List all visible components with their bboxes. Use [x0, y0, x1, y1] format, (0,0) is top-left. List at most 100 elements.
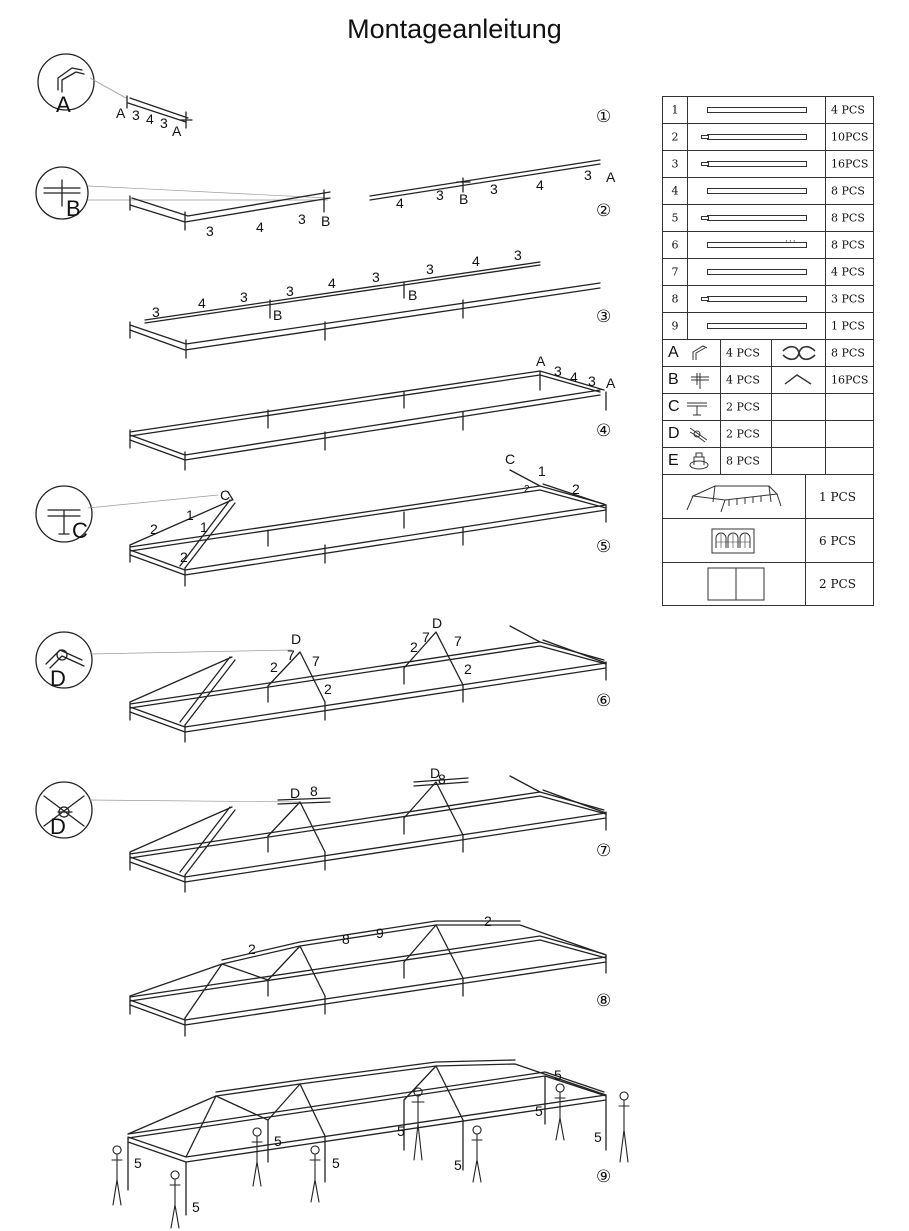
tube-icon: [707, 296, 807, 302]
tube-tip-icon: [701, 135, 709, 139]
tube-number: 5: [671, 211, 679, 225]
qty: 8 PCS: [726, 454, 760, 468]
part-label: 3: [514, 247, 522, 263]
page-title: Montageanleitung: [347, 14, 562, 44]
detail-circle-d1: [35, 631, 93, 689]
part-label: 5: [274, 1133, 282, 1149]
qty: 4 PCS: [831, 265, 865, 279]
qty: 6 PCS: [819, 533, 856, 548]
tube-row: 1 4 PCS: [663, 97, 873, 124]
detail-circle-b: [35, 166, 89, 220]
part-label: 2: [464, 661, 472, 677]
tube-number: 4: [671, 184, 679, 198]
tube-row: 5 8 PCS: [663, 205, 873, 232]
detail-circle-c: [35, 485, 93, 543]
part-label: 2: [150, 521, 158, 537]
part-label: 1: [538, 463, 546, 479]
tube-number: 3: [671, 157, 679, 171]
part-label: 3: [436, 187, 444, 203]
part-label: 3: [152, 304, 160, 320]
qty: 8 PCS: [831, 184, 865, 198]
connector-row: C 2 PCS: [663, 394, 873, 421]
qty: 4 PCS: [831, 103, 865, 117]
part-label: 2: [180, 549, 188, 565]
part-label: 5: [535, 1103, 543, 1119]
part-label: 3: [298, 211, 306, 227]
step-number: ⑦: [596, 841, 611, 860]
part-label: 4: [198, 295, 206, 311]
qty: 2 PCS: [726, 427, 760, 441]
rope-icon: [782, 345, 816, 361]
part-label: B: [273, 307, 282, 323]
part-label: 2: [324, 681, 332, 697]
part-label: B: [459, 191, 468, 207]
part-label: 2: [248, 941, 256, 957]
part-label: 3: [554, 363, 562, 379]
part-label: D: [430, 765, 440, 781]
tube-icon: [707, 242, 807, 248]
tube-tip-icon: [701, 162, 709, 166]
step7-drawing: [35, 775, 607, 893]
connector-b-icon: [691, 373, 709, 389]
connector-letter: A: [668, 344, 679, 361]
part-label: 7: [454, 633, 462, 649]
step-number: ④: [596, 421, 611, 440]
step2-drawing: [35, 159, 601, 231]
part-label: 2: [270, 659, 278, 675]
connector-letter: B: [668, 371, 679, 388]
qty: 8 PCS: [831, 346, 865, 360]
part-label: C: [220, 487, 230, 503]
hole-dots-icon: ···: [785, 237, 797, 247]
part-label: 3: [240, 289, 248, 305]
window-wall-row: 6 PCS: [663, 519, 873, 563]
part-label: D: [290, 785, 300, 801]
step-number: ①: [596, 107, 611, 126]
part-label: 8: [310, 783, 318, 799]
connector-c-icon: [687, 402, 707, 416]
part-label: 5: [397, 1123, 405, 1139]
door-wall-icon: [707, 567, 765, 601]
callout-letter: A: [56, 92, 71, 117]
connector-letter: C: [668, 398, 680, 415]
part-label: 8: [438, 771, 446, 787]
door-wall-row: 2 PCS: [663, 563, 873, 605]
callout-letter: D: [50, 814, 66, 839]
part-label: 3: [584, 167, 592, 183]
part-label: 2: [484, 913, 492, 929]
part-label: 5: [192, 1199, 200, 1215]
tube-tip-icon: [701, 216, 709, 220]
step-number: ③: [596, 307, 611, 326]
part-label: 4: [536, 177, 544, 193]
step1-drawing: [37, 53, 193, 129]
detail-circle-a: [37, 53, 95, 111]
part-label: 3: [160, 115, 168, 131]
step5-drawing: [35, 469, 607, 587]
part-label: 9: [376, 925, 384, 941]
tube-number: 1: [671, 103, 679, 117]
part-label: 4: [328, 275, 336, 291]
part-label: A: [116, 105, 126, 121]
part-label: 5: [454, 1157, 462, 1173]
step3-drawing: [129, 261, 601, 359]
part-label: 4: [146, 111, 154, 127]
tube-icon: [707, 107, 807, 113]
tube-number: 2: [671, 130, 679, 144]
part-label: 7: [422, 629, 430, 645]
callout-letter: C: [72, 518, 88, 543]
tube-number: 7: [671, 265, 679, 279]
callout-letter: D: [50, 666, 66, 691]
part-label: A: [536, 353, 546, 369]
connector-letter: E: [668, 452, 679, 469]
tube-row: 2 10PCS: [663, 124, 873, 151]
part-label: C: [505, 451, 515, 467]
part-label: 5: [134, 1155, 142, 1171]
qty: 8 PCS: [831, 211, 865, 225]
tube-icon: [707, 269, 807, 275]
part-label: 4: [256, 219, 264, 235]
step6-drawing: [35, 625, 607, 743]
step9-drawing: [111, 1059, 630, 1229]
part-label: 4: [570, 369, 578, 385]
qty: 10PCS: [831, 130, 869, 144]
